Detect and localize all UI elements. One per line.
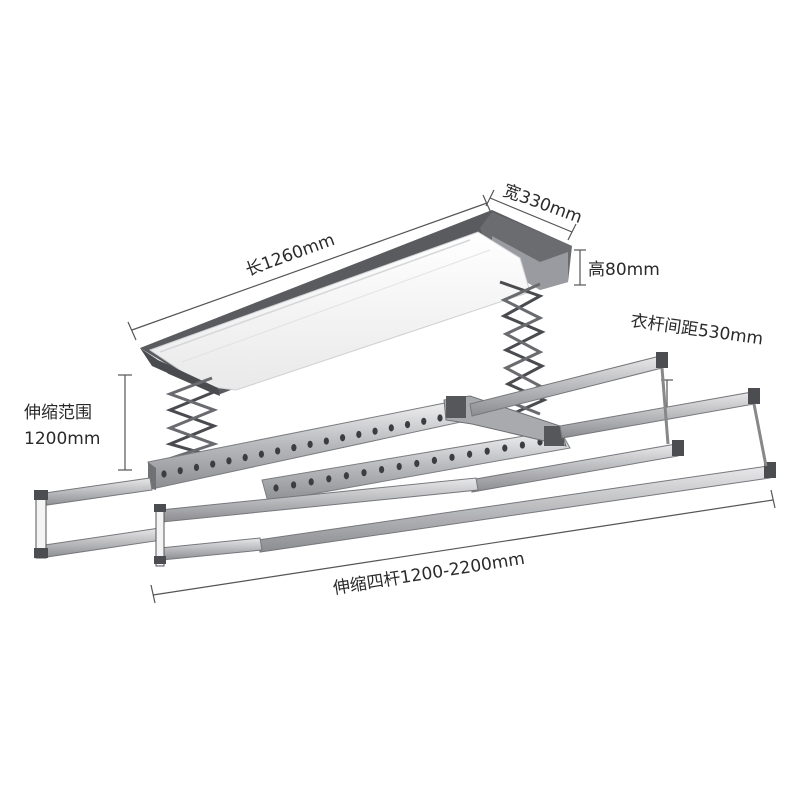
hanger-hole — [372, 427, 378, 435]
hanger-hole — [308, 478, 314, 486]
hanger-hole — [193, 463, 200, 472]
hanger-hole — [273, 484, 279, 492]
hanger-hole — [226, 457, 232, 465]
hanger-hole — [414, 459, 420, 468]
hanger-hole — [421, 417, 427, 425]
pole-spacing-label: 衣杆间距530mm — [629, 311, 764, 349]
hanger-hole — [437, 414, 443, 422]
lift-range-label-line1: 伸缩范围 — [24, 403, 92, 423]
lift-range-label-line2: 1200mm — [24, 429, 100, 449]
dimension-lines — [118, 189, 776, 604]
hanger-hole — [323, 437, 329, 445]
hanger-hole — [258, 450, 265, 458]
hanger-hole — [379, 466, 385, 474]
hanger-hole — [502, 444, 508, 452]
height-label: 高80mm — [588, 260, 660, 280]
hanger-hole — [210, 460, 216, 468]
hanger-hole — [519, 441, 526, 449]
hanger-hole — [307, 440, 313, 448]
hanger-holes-upper — [161, 414, 443, 478]
ceiling-unit — [140, 210, 572, 396]
hanger-hole — [396, 462, 402, 471]
hanger-hole — [343, 472, 349, 480]
hanger-hole — [275, 447, 281, 455]
hanger-hole — [326, 475, 332, 483]
telescopic-poles-label: 伸缩四杆1200-2200mm — [332, 549, 527, 599]
hanger-hole — [484, 447, 490, 455]
hanger-hole — [177, 467, 183, 475]
hanger-hole — [361, 469, 367, 477]
hanger-hole — [388, 424, 394, 432]
hanger-hole — [431, 456, 437, 464]
hanger-hole — [356, 430, 362, 439]
hanger-hole — [404, 420, 411, 429]
hanger-hole — [161, 470, 167, 478]
hanger-hole — [467, 450, 473, 458]
hanger-hole — [242, 453, 248, 462]
hanger-hole — [291, 444, 297, 452]
hanger-hole — [449, 453, 455, 461]
telescopic-poles — [34, 352, 776, 567]
hanger-holes-lower — [273, 438, 543, 492]
hanger-hole — [291, 481, 297, 489]
hanger-hole — [339, 434, 346, 442]
